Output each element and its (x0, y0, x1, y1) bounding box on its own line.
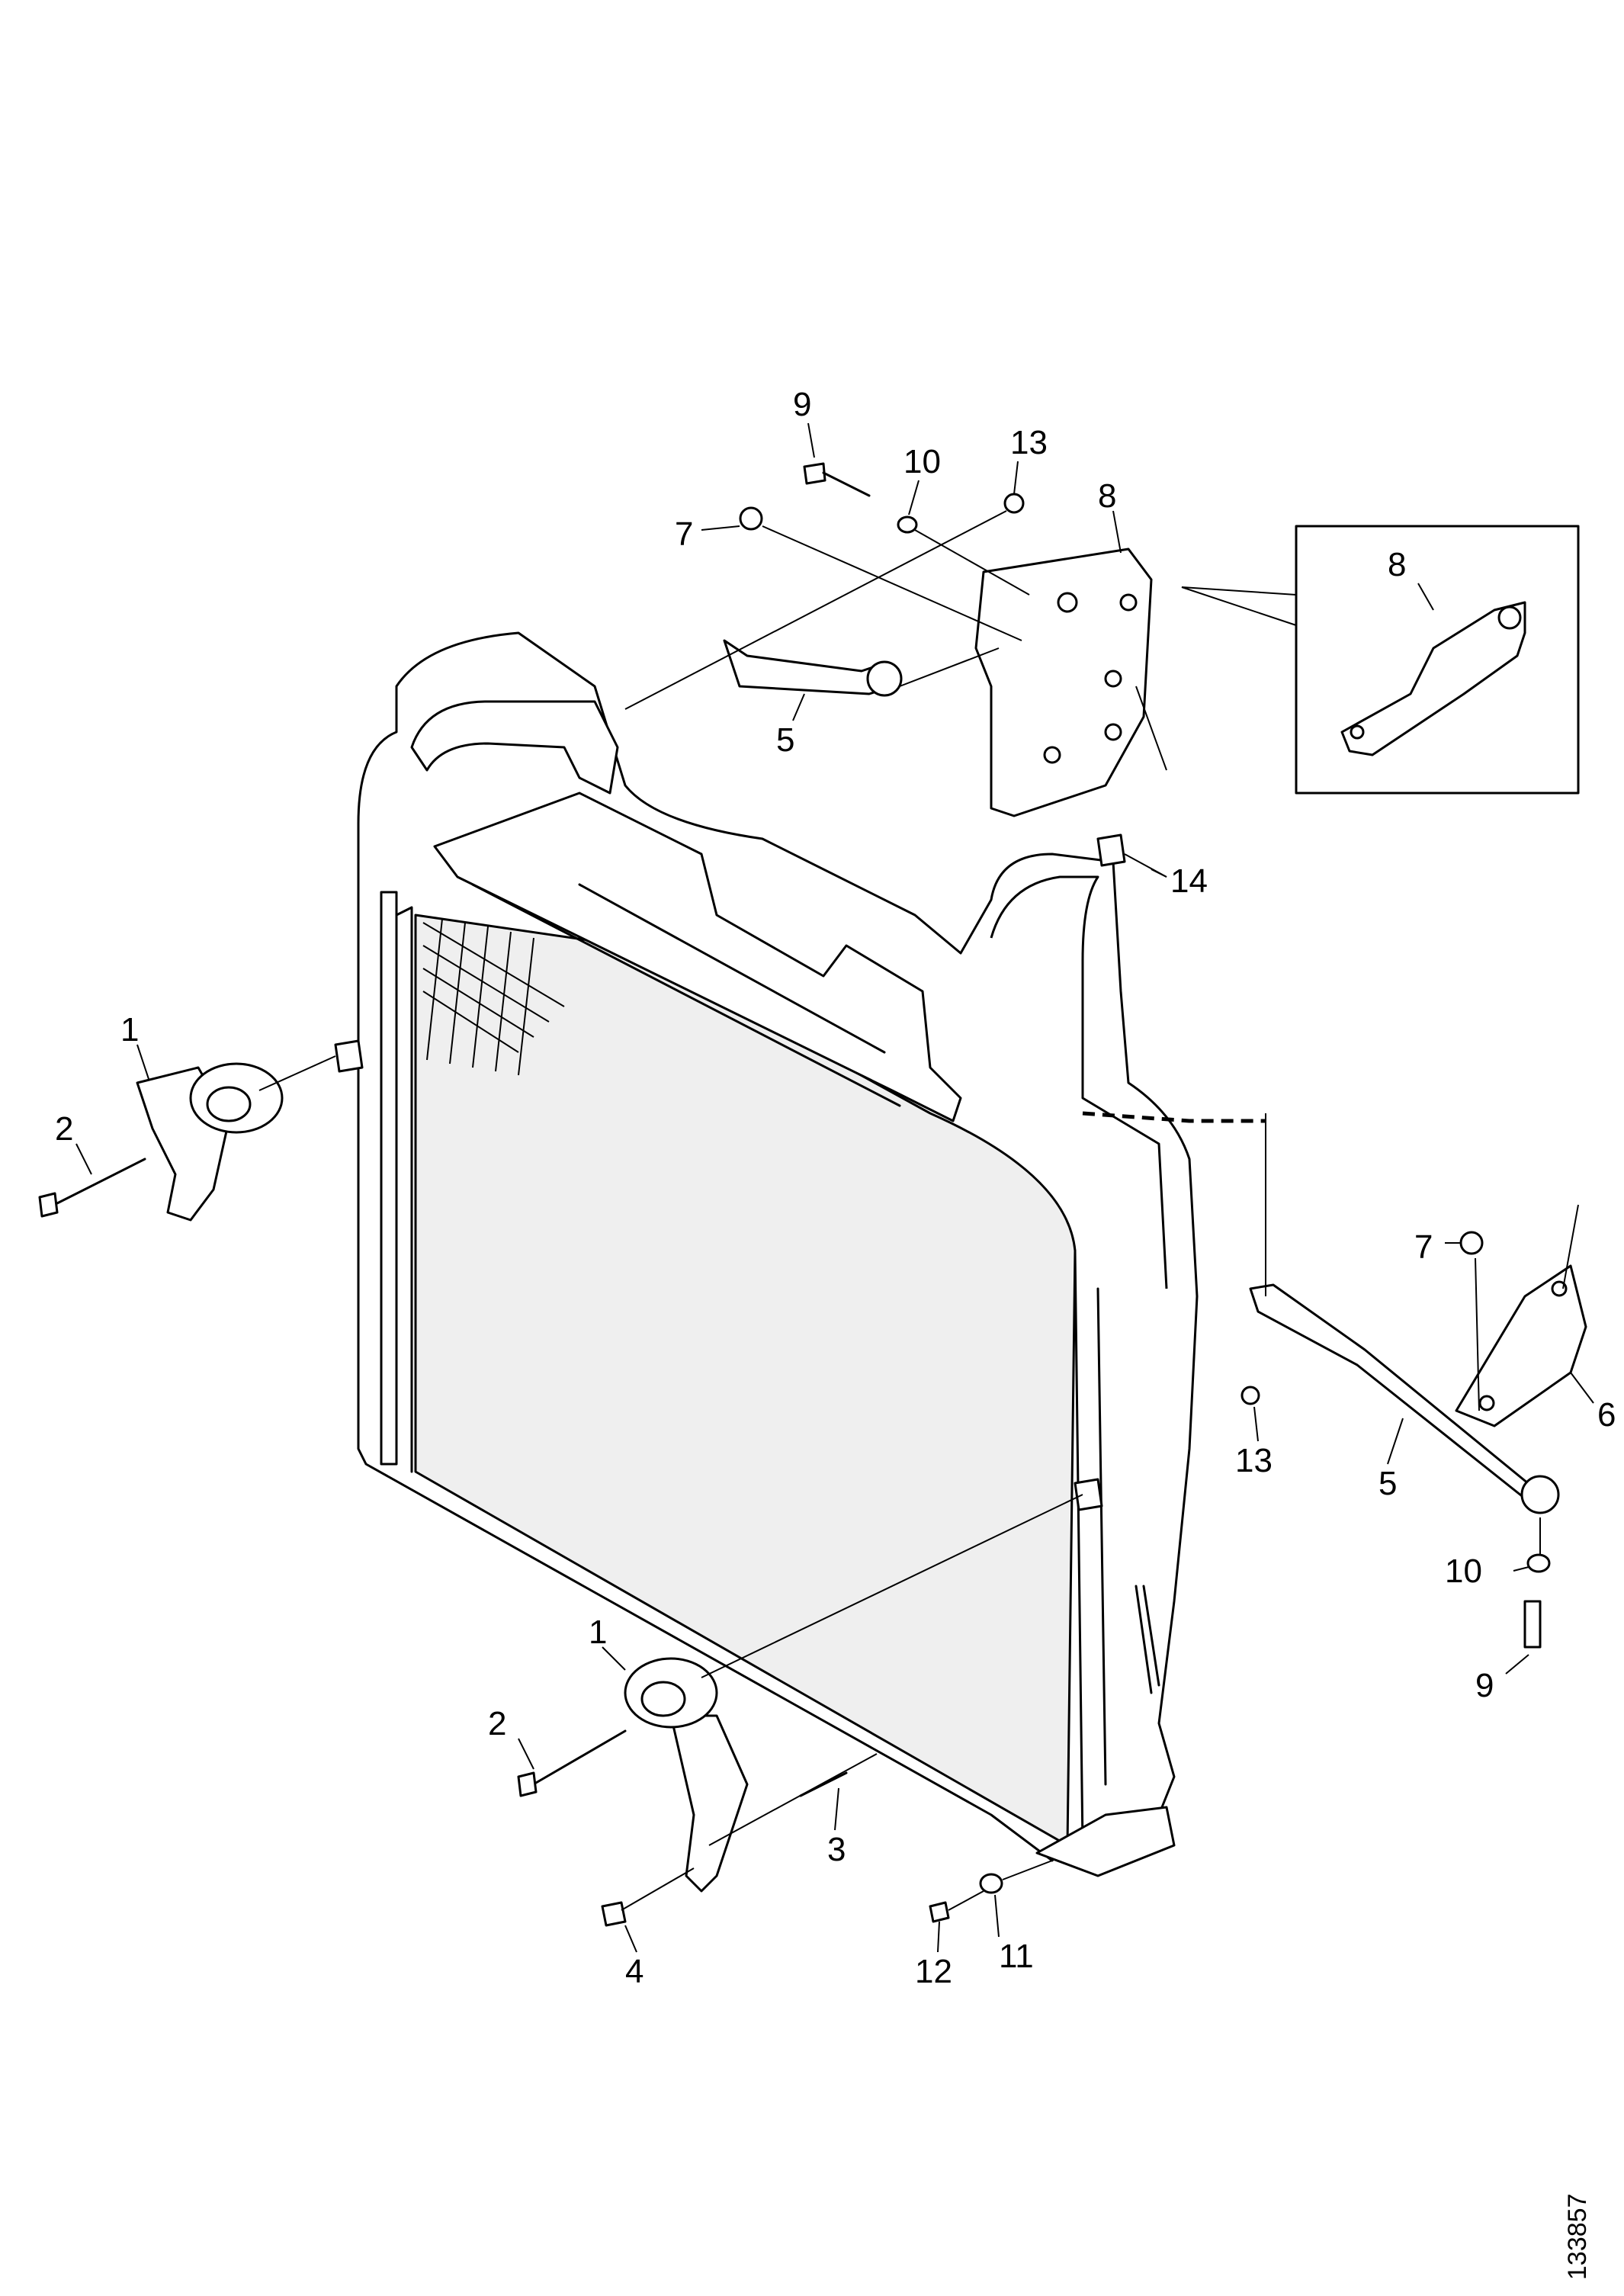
mount-bracket-1-lower (669, 1714, 749, 1893)
callout-10-lower: 10 (1445, 1553, 1482, 1590)
screw-7-lower (1459, 1231, 1484, 1255)
callout-6: 6 (1597, 1396, 1616, 1434)
bolt-2-upper (38, 1192, 59, 1218)
washer-11 (979, 1873, 1003, 1894)
lower-mount-assembly (517, 1494, 1083, 1927)
nut-13-upper (1003, 493, 1025, 514)
bracket-plate-8 (974, 548, 1153, 817)
washer-10-lower (1526, 1553, 1551, 1573)
callout-9-upper: 9 (793, 386, 811, 423)
callout-labels: 9 10 13 7 8 5 8 14 1 2 7 6 13 5 10 9 1 2… (55, 386, 1616, 1990)
rubber-bushing-1-lower (624, 1657, 718, 1729)
bolt-9-lower (1523, 1600, 1542, 1649)
rubber-bushing-1-upper (189, 1062, 284, 1134)
callout-11: 11 (999, 1938, 1034, 1975)
clip-14 (1096, 833, 1167, 878)
callout-9-lower: 9 (1475, 1667, 1494, 1704)
callout-5-lower: 5 (1378, 1465, 1397, 1502)
bottom-right-fasteners (929, 1860, 1053, 1923)
callout-14: 14 (1170, 862, 1208, 900)
callout-7-upper: 7 (675, 515, 693, 553)
callout-8-main: 8 (1098, 477, 1116, 515)
callout-13-upper: 13 (1010, 424, 1048, 461)
callout-12: 12 (915, 1953, 952, 1990)
screw-12 (929, 1901, 950, 1923)
right-stay-rod-assembly (1240, 1113, 1587, 1649)
callout-4: 4 (625, 1953, 644, 1990)
stay-rod-5-upper (723, 639, 894, 695)
callout-5-upper: 5 (776, 721, 794, 759)
detail-inset-bracket-8 (1181, 525, 1580, 795)
bracket-6 (1455, 1264, 1587, 1427)
washer-10-upper (897, 515, 918, 534)
upper-bracket-assembly (624, 462, 1167, 817)
callout-leaders (75, 422, 1594, 1953)
callout-7-lower: 7 (1414, 1228, 1433, 1266)
radiator-frame (334, 631, 1199, 1877)
screw-7-upper (739, 506, 763, 531)
bolt-9-upper (803, 462, 826, 485)
hose-dashed-line (1082, 1111, 1266, 1123)
callout-10-upper: 10 (903, 443, 941, 480)
nut-13-lower (1240, 1386, 1260, 1405)
callout-1-lower: 1 (589, 1614, 607, 1651)
callout-8-inset: 8 (1388, 546, 1406, 583)
drawing-number: 133857 (1563, 2194, 1592, 2280)
callout-2-lower: 2 (488, 1705, 506, 1742)
callout-13-lower: 13 (1235, 1442, 1273, 1479)
nut-4 (601, 1901, 627, 1927)
callout-2-upper: 2 (55, 1110, 73, 1148)
core-mesh-pattern (422, 918, 565, 1076)
upper-left-mount-assembly (38, 1055, 336, 1222)
callout-1-upper: 1 (120, 1011, 139, 1048)
bolt-2-lower (517, 1771, 538, 1797)
callout-3: 3 (827, 1831, 846, 1868)
